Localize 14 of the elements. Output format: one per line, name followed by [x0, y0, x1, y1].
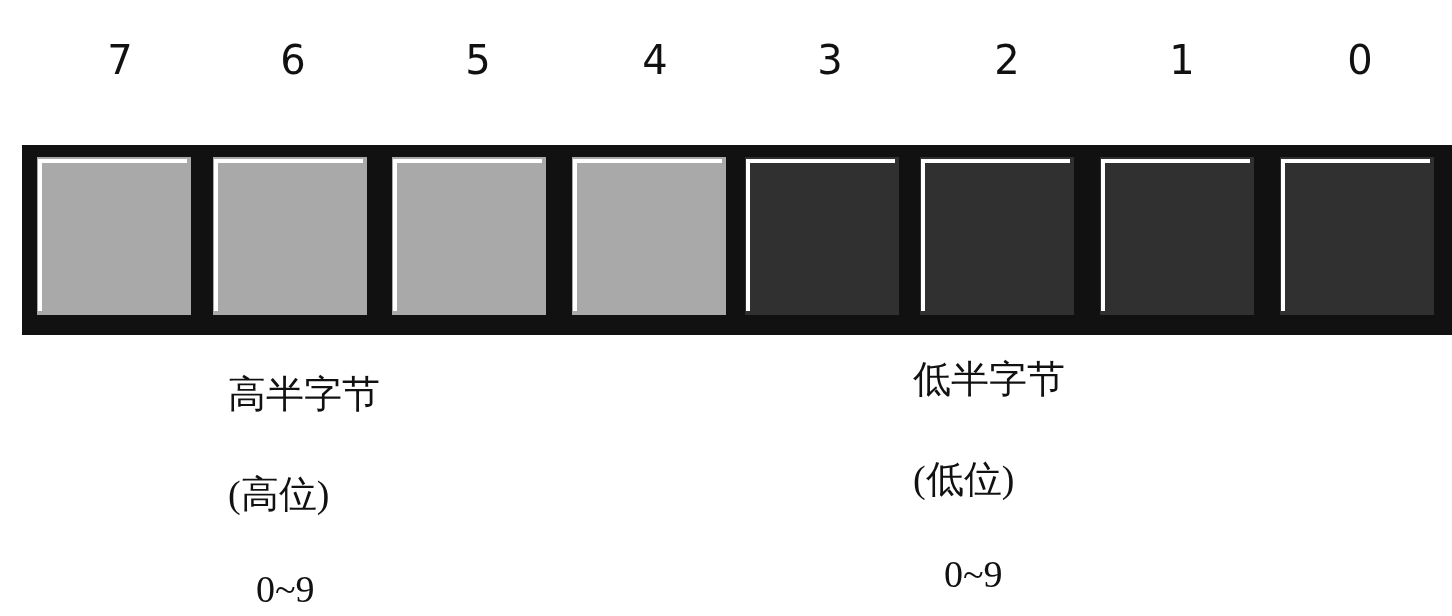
- position-note: (高位): [228, 475, 330, 513]
- bit-number: 1: [1169, 40, 1195, 80]
- bit-number: 3: [817, 40, 843, 80]
- value-range: 0~9: [256, 570, 315, 608]
- bit-number: 7: [107, 40, 133, 80]
- value-range: 0~9: [944, 555, 1003, 593]
- bit-number: 6: [280, 40, 306, 80]
- nibble-label: 高半字节: [228, 375, 380, 413]
- bit-number: 4: [642, 40, 668, 80]
- position-note: (低位): [913, 460, 1015, 498]
- bit-number: 5: [465, 40, 491, 80]
- nibble-label: 低半字节: [913, 360, 1065, 398]
- bit-number: 2: [994, 40, 1020, 80]
- bit-number: 0: [1347, 40, 1373, 80]
